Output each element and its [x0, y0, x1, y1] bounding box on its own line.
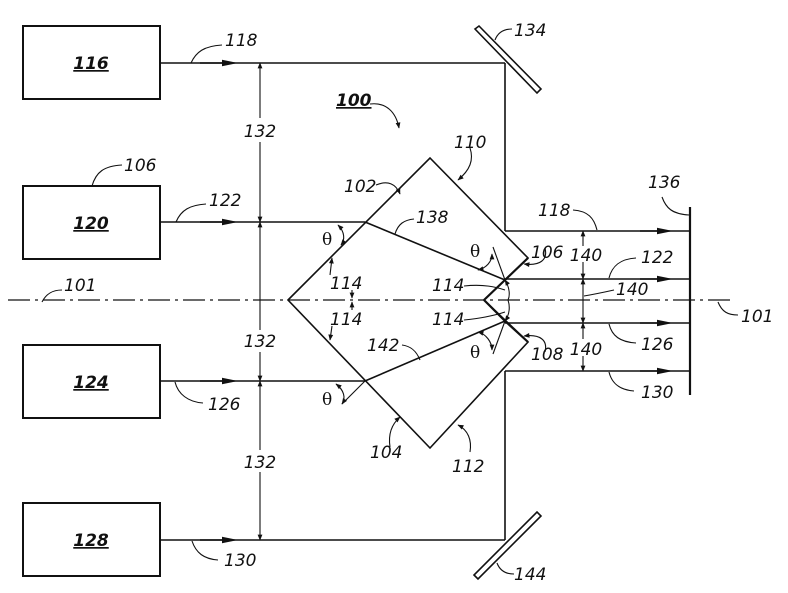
- beam-130-input: 130: [160, 540, 505, 571]
- svg-text:114: 114: [432, 310, 464, 330]
- label-108: 108: [531, 345, 564, 365]
- svg-text:θ: θ: [470, 242, 480, 262]
- beam-118-input: 118: [160, 31, 505, 63]
- apex-angle-left: 114 114: [330, 258, 362, 340]
- svg-text:132: 132: [244, 122, 276, 142]
- svg-text:130: 130: [641, 383, 673, 403]
- svg-text:124: 124: [73, 373, 109, 393]
- svg-text:134: 134: [514, 21, 546, 41]
- beam-122-input: 122: [160, 191, 365, 222]
- svg-text:140: 140: [616, 280, 648, 300]
- svg-text:118: 118: [225, 31, 258, 51]
- mirror-144: 144: [474, 512, 546, 585]
- label-138: 138: [416, 208, 449, 228]
- label-112: 112: [452, 457, 484, 477]
- axis-label-right: 101: [741, 307, 773, 327]
- svg-text:126: 126: [208, 395, 241, 415]
- beam-130-output: 130: [505, 371, 690, 403]
- label-106: 106: [531, 243, 564, 263]
- svg-text:118: 118: [538, 201, 571, 221]
- theta-upper-entry: θ: [322, 225, 344, 250]
- svg-text:100: 100: [336, 91, 372, 111]
- beam-118-output: 118: [505, 201, 690, 231]
- group-label-106: 106: [124, 156, 157, 176]
- leader-138: [395, 219, 414, 234]
- axis-leader-right: [718, 302, 738, 315]
- mirror-134: 134: [475, 21, 546, 93]
- input-spacing-132: 132 132 132: [244, 63, 276, 540]
- apex-angle-right: 114 114: [432, 276, 509, 330]
- svg-text:θ: θ: [470, 343, 480, 363]
- target-136: 136: [648, 173, 690, 395]
- svg-text:θ: θ: [322, 230, 332, 250]
- source-128: 128: [23, 503, 160, 576]
- internal-beam-138: [365, 222, 505, 280]
- leader-112: [458, 425, 471, 452]
- svg-text:122: 122: [641, 248, 673, 268]
- source-124: 124: [23, 345, 160, 418]
- svg-text:130: 130: [224, 551, 256, 571]
- svg-text:132: 132: [244, 332, 276, 352]
- svg-text:120: 120: [73, 214, 109, 234]
- svg-text:126: 126: [641, 335, 674, 355]
- label-104: 104: [370, 443, 402, 463]
- label-142: 142: [367, 336, 399, 356]
- axis-label-left: 101: [64, 276, 96, 296]
- group-leader-106: [92, 165, 122, 186]
- svg-text:140: 140: [570, 246, 602, 266]
- svg-text:116: 116: [73, 54, 109, 74]
- theta-lower-entry: θ: [322, 381, 365, 410]
- svg-text:128: 128: [73, 531, 109, 551]
- label-110: 110: [454, 133, 486, 153]
- label-102: 102: [344, 177, 376, 197]
- svg-text:θ: θ: [322, 390, 332, 410]
- svg-text:132: 132: [244, 453, 276, 473]
- system-label-100: 100: [336, 91, 399, 128]
- svg-text:136: 136: [648, 173, 681, 193]
- output-spacing-140: 140 140 140: [570, 231, 649, 371]
- svg-text:144: 144: [514, 565, 546, 585]
- svg-text:140: 140: [570, 340, 602, 360]
- svg-text:122: 122: [209, 191, 241, 211]
- source-120: 120: [23, 186, 160, 259]
- beam-126-input: 126: [160, 381, 365, 415]
- theta-lower-exit: θ: [470, 321, 505, 363]
- svg-text:114: 114: [330, 310, 362, 330]
- theta-upper-exit: θ: [470, 242, 505, 280]
- source-116: 116: [23, 26, 160, 99]
- svg-text:114: 114: [330, 274, 362, 294]
- svg-text:114: 114: [432, 276, 464, 296]
